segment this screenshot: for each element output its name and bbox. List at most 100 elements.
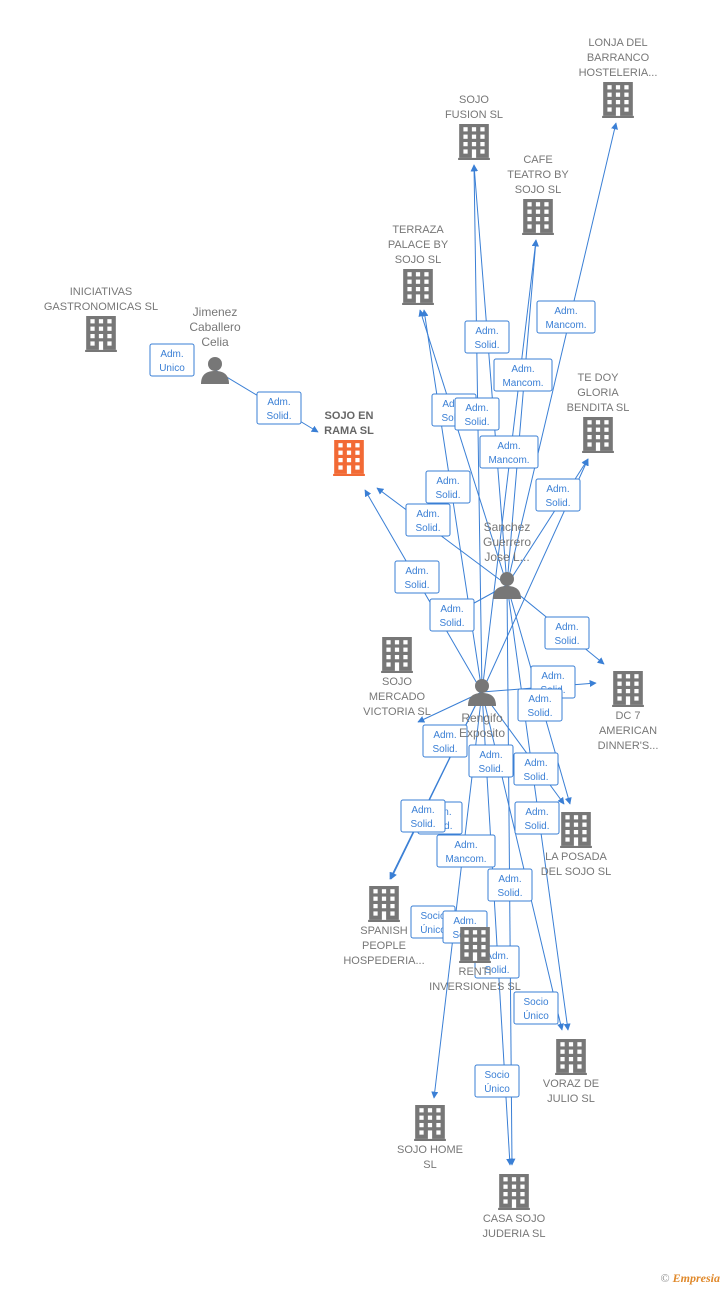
node-label-line: GLORIA — [577, 387, 619, 399]
edge-label-box — [535, 478, 581, 512]
edge-label-text: Adm. — [497, 441, 520, 452]
edge-label-box — [464, 320, 510, 354]
node-label-line: Jose L... — [484, 550, 529, 564]
edge-label-l23[interactable]: Adm.Solid. — [487, 868, 533, 902]
edge-label-text: Adm. — [160, 349, 183, 360]
node-label-line: SL — [423, 1159, 436, 1171]
edge-label-l04[interactable]: Adm.Solid. — [464, 320, 510, 354]
edge-label-l17[interactable]: Adm.Solid. — [422, 724, 468, 758]
node-label-line: TERRAZA — [392, 224, 444, 236]
edge-label-text: Solid. — [415, 523, 440, 534]
edge-label-text: Solid. — [410, 819, 435, 830]
edge-label-l24[interactable]: Adm.Mancom. — [436, 834, 496, 868]
edge-label-l16[interactable]: Adm.Solid. — [517, 688, 563, 722]
edge-label-l22[interactable]: Adm. Solid. — [514, 801, 560, 835]
edge-label-text: Solid. — [266, 411, 291, 422]
building-icon — [612, 671, 644, 707]
edge-label-l03[interactable]: Adm.Mancom. — [536, 300, 596, 334]
node-lonja[interactable]: LONJA DELBARRANCOHOSTELERIA... — [579, 37, 658, 118]
edge-label-text: Adm. — [524, 758, 547, 769]
node-label-line: FUSION SL — [445, 109, 503, 121]
node-label-line: INVERSIONES SL — [429, 981, 521, 993]
edge-label-l01[interactable]: Adm.Unico — [149, 343, 195, 377]
edge-label-l02[interactable]: Adm. Solid. — [256, 391, 302, 425]
focus-building-icon — [333, 440, 365, 476]
node-label-line: SOJO — [382, 676, 412, 688]
edge-label-text: Adm. — [433, 730, 456, 741]
node-label-line: LONJA DEL — [588, 37, 647, 49]
edge-label-text: Mancom. — [545, 320, 586, 331]
edge-label-text: Solid. — [484, 965, 509, 976]
brand-logo[interactable]: Empresia — [672, 1271, 720, 1285]
edge-label-l21[interactable]: Adm. Solid. — [400, 799, 446, 833]
building-icon — [498, 1174, 530, 1210]
node-label-line: Caballero — [189, 320, 241, 334]
edge-label-text: Solid. — [524, 821, 549, 832]
node-label-line: RENTI — [459, 966, 492, 978]
node-renti[interactable]: RENTI INVERSIONES SL — [429, 927, 521, 993]
node-label-line: RAMA SL — [324, 425, 374, 437]
copyright-icon: © — [660, 1271, 670, 1285]
node-label-line: AMERICAN — [599, 725, 657, 737]
node-label-line: BARRANCO — [587, 52, 650, 64]
edge-label-l10[interactable]: Adm.Solid. — [535, 478, 581, 512]
edge-label-text: Adm. — [411, 805, 434, 816]
node-label-line: BENDITA SL — [567, 402, 630, 414]
edge-label-text: Solid. — [527, 708, 552, 719]
edge-label-l09[interactable]: Adm.Solid. — [425, 470, 471, 504]
edge-label-text: Adm. — [405, 566, 428, 577]
node-sojo-fusion[interactable]: SOJO FUSION SL — [445, 94, 503, 160]
edge-label-box — [536, 300, 596, 334]
node-label-line: Celia — [201, 335, 229, 349]
edge-label-l18[interactable]: Adm.Solid. — [513, 752, 559, 786]
node-label-line: DC 7 — [615, 710, 640, 722]
edge-label-text: Adm. — [525, 807, 548, 818]
node-label-line: SOJO — [459, 94, 489, 106]
node-label-line: LA POSADA — [545, 851, 607, 863]
edge-label-l13[interactable]: Adm.Solid. — [429, 598, 475, 632]
building-icon — [85, 316, 117, 352]
edge-label-box — [394, 560, 440, 594]
edge-label-text: Mancom. — [502, 378, 543, 389]
edge-label-l14[interactable]: Adm.Solid. — [544, 616, 590, 650]
node-dc7[interactable]: DC 7 AMERICAN DINNER'S... — [598, 671, 659, 752]
edge-label-text: Adm. — [416, 509, 439, 520]
edge-label-l19[interactable]: Adm.Solid. — [468, 744, 514, 778]
building-icon — [560, 812, 592, 848]
edge-label-text: Adm. — [498, 874, 521, 885]
edge-label-text: Adm. — [511, 364, 534, 375]
node-label-line: Guerrero — [483, 535, 531, 549]
edge-label-text: Adm. — [454, 840, 477, 851]
edge-label-l12[interactable]: Adm.Solid. — [394, 560, 440, 594]
person-icon — [493, 572, 521, 599]
edge-label-box — [425, 470, 471, 504]
node-label-line: Rengifo — [461, 711, 503, 725]
edge-label-l07[interactable]: Adm.Solid. — [454, 397, 500, 431]
edge-label-l11[interactable]: Adm. Solid. — [405, 503, 451, 537]
node-label-line: DINNER'S... — [598, 740, 659, 752]
building-icon — [402, 269, 434, 305]
edge-label-text: Solid. — [478, 764, 503, 775]
edge-label-l08[interactable]: Adm.Mancom. — [479, 435, 539, 469]
edge-label-l05[interactable]: Adm. Mancom. — [493, 358, 553, 392]
edge-label-text: Adm. — [267, 397, 290, 408]
building-icon — [381, 637, 413, 673]
edge-label-box — [422, 724, 468, 758]
edge-sanchez-2 — [506, 239, 539, 586]
node-spanish[interactable]: SPANISHPEOPLEHOSPEDERIA... — [343, 886, 425, 967]
